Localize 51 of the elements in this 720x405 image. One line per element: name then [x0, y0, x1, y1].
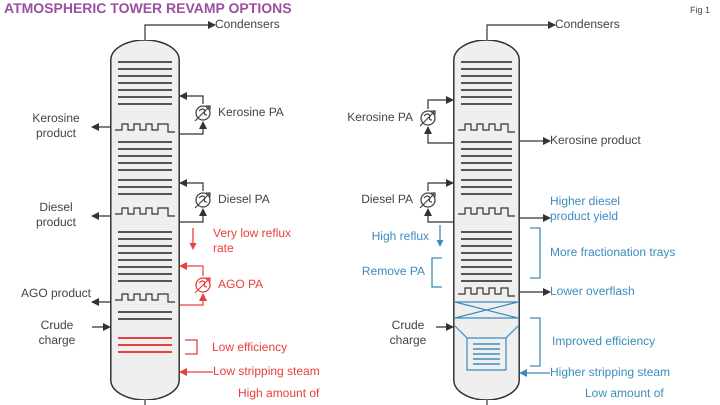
stream-label: Kerosine product: [20, 111, 92, 141]
annotation-text: Very low reflux rate: [213, 226, 292, 256]
arrow: [179, 92, 204, 104]
pumparound-label: Kerosine PA: [218, 105, 284, 119]
stream-label: Crude charge: [22, 318, 92, 348]
pumparound-label: Kerosine PA: [347, 110, 413, 124]
stream-label: Low stripping steam: [213, 364, 363, 380]
stream-label: AGO product: [20, 286, 92, 316]
arrow: [520, 137, 551, 145]
stream-label: Diesel product: [20, 200, 92, 230]
annotation-text: More fractionation trays: [550, 245, 676, 260]
arrow: [179, 262, 204, 276]
arrow: [91, 123, 110, 131]
annotation-text: High reflux: [370, 229, 429, 244]
arrow: [520, 214, 551, 222]
arrow: [486, 21, 556, 40]
stream-label: Crude charge: [380, 318, 436, 348]
arrow: [520, 288, 551, 296]
pipe-line: [144, 400, 146, 405]
arrow: [144, 21, 216, 40]
arrow: [427, 96, 454, 109]
pumparound-label: Diesel PA: [218, 192, 270, 206]
arrow: [427, 179, 454, 191]
stream-label: Condensers: [215, 17, 305, 33]
arrow: [180, 208, 207, 223]
figure-title: ATMOSPHERIC TOWER REVAMP OPTIONS: [4, 0, 293, 18]
annotation-text: Remove PA: [360, 264, 425, 279]
arrow: [519, 369, 550, 377]
arrow: [92, 323, 111, 331]
arrow: [180, 121, 207, 135]
stream-label: Higher stripping steam: [550, 365, 720, 381]
arrow: [91, 212, 110, 220]
stream-label: Lower overflash: [550, 284, 680, 300]
annotation-text: Improved efficiency: [552, 334, 656, 349]
stream-label: Condensers: [555, 17, 645, 33]
annotation-text: Low amount of: [585, 386, 665, 401]
pumparound-label: AGO PA: [218, 277, 264, 291]
pipe-line: [486, 400, 488, 405]
stream-label: Higher diesel product yield: [550, 194, 655, 224]
arrow: [424, 208, 453, 223]
arrow: [424, 126, 453, 144]
figure-number: Fig 1: [690, 4, 712, 17]
arrow: [180, 293, 207, 306]
stream-label: Kerosine product: [550, 133, 680, 149]
annotation-text: Low efficiency: [212, 340, 288, 355]
arrow: [179, 179, 204, 191]
arrow: [436, 323, 454, 331]
annotation-text: High amount of: [238, 386, 320, 401]
pumparound-label: Diesel PA: [361, 192, 413, 206]
arrow: [179, 368, 213, 376]
arrow: [91, 298, 110, 306]
